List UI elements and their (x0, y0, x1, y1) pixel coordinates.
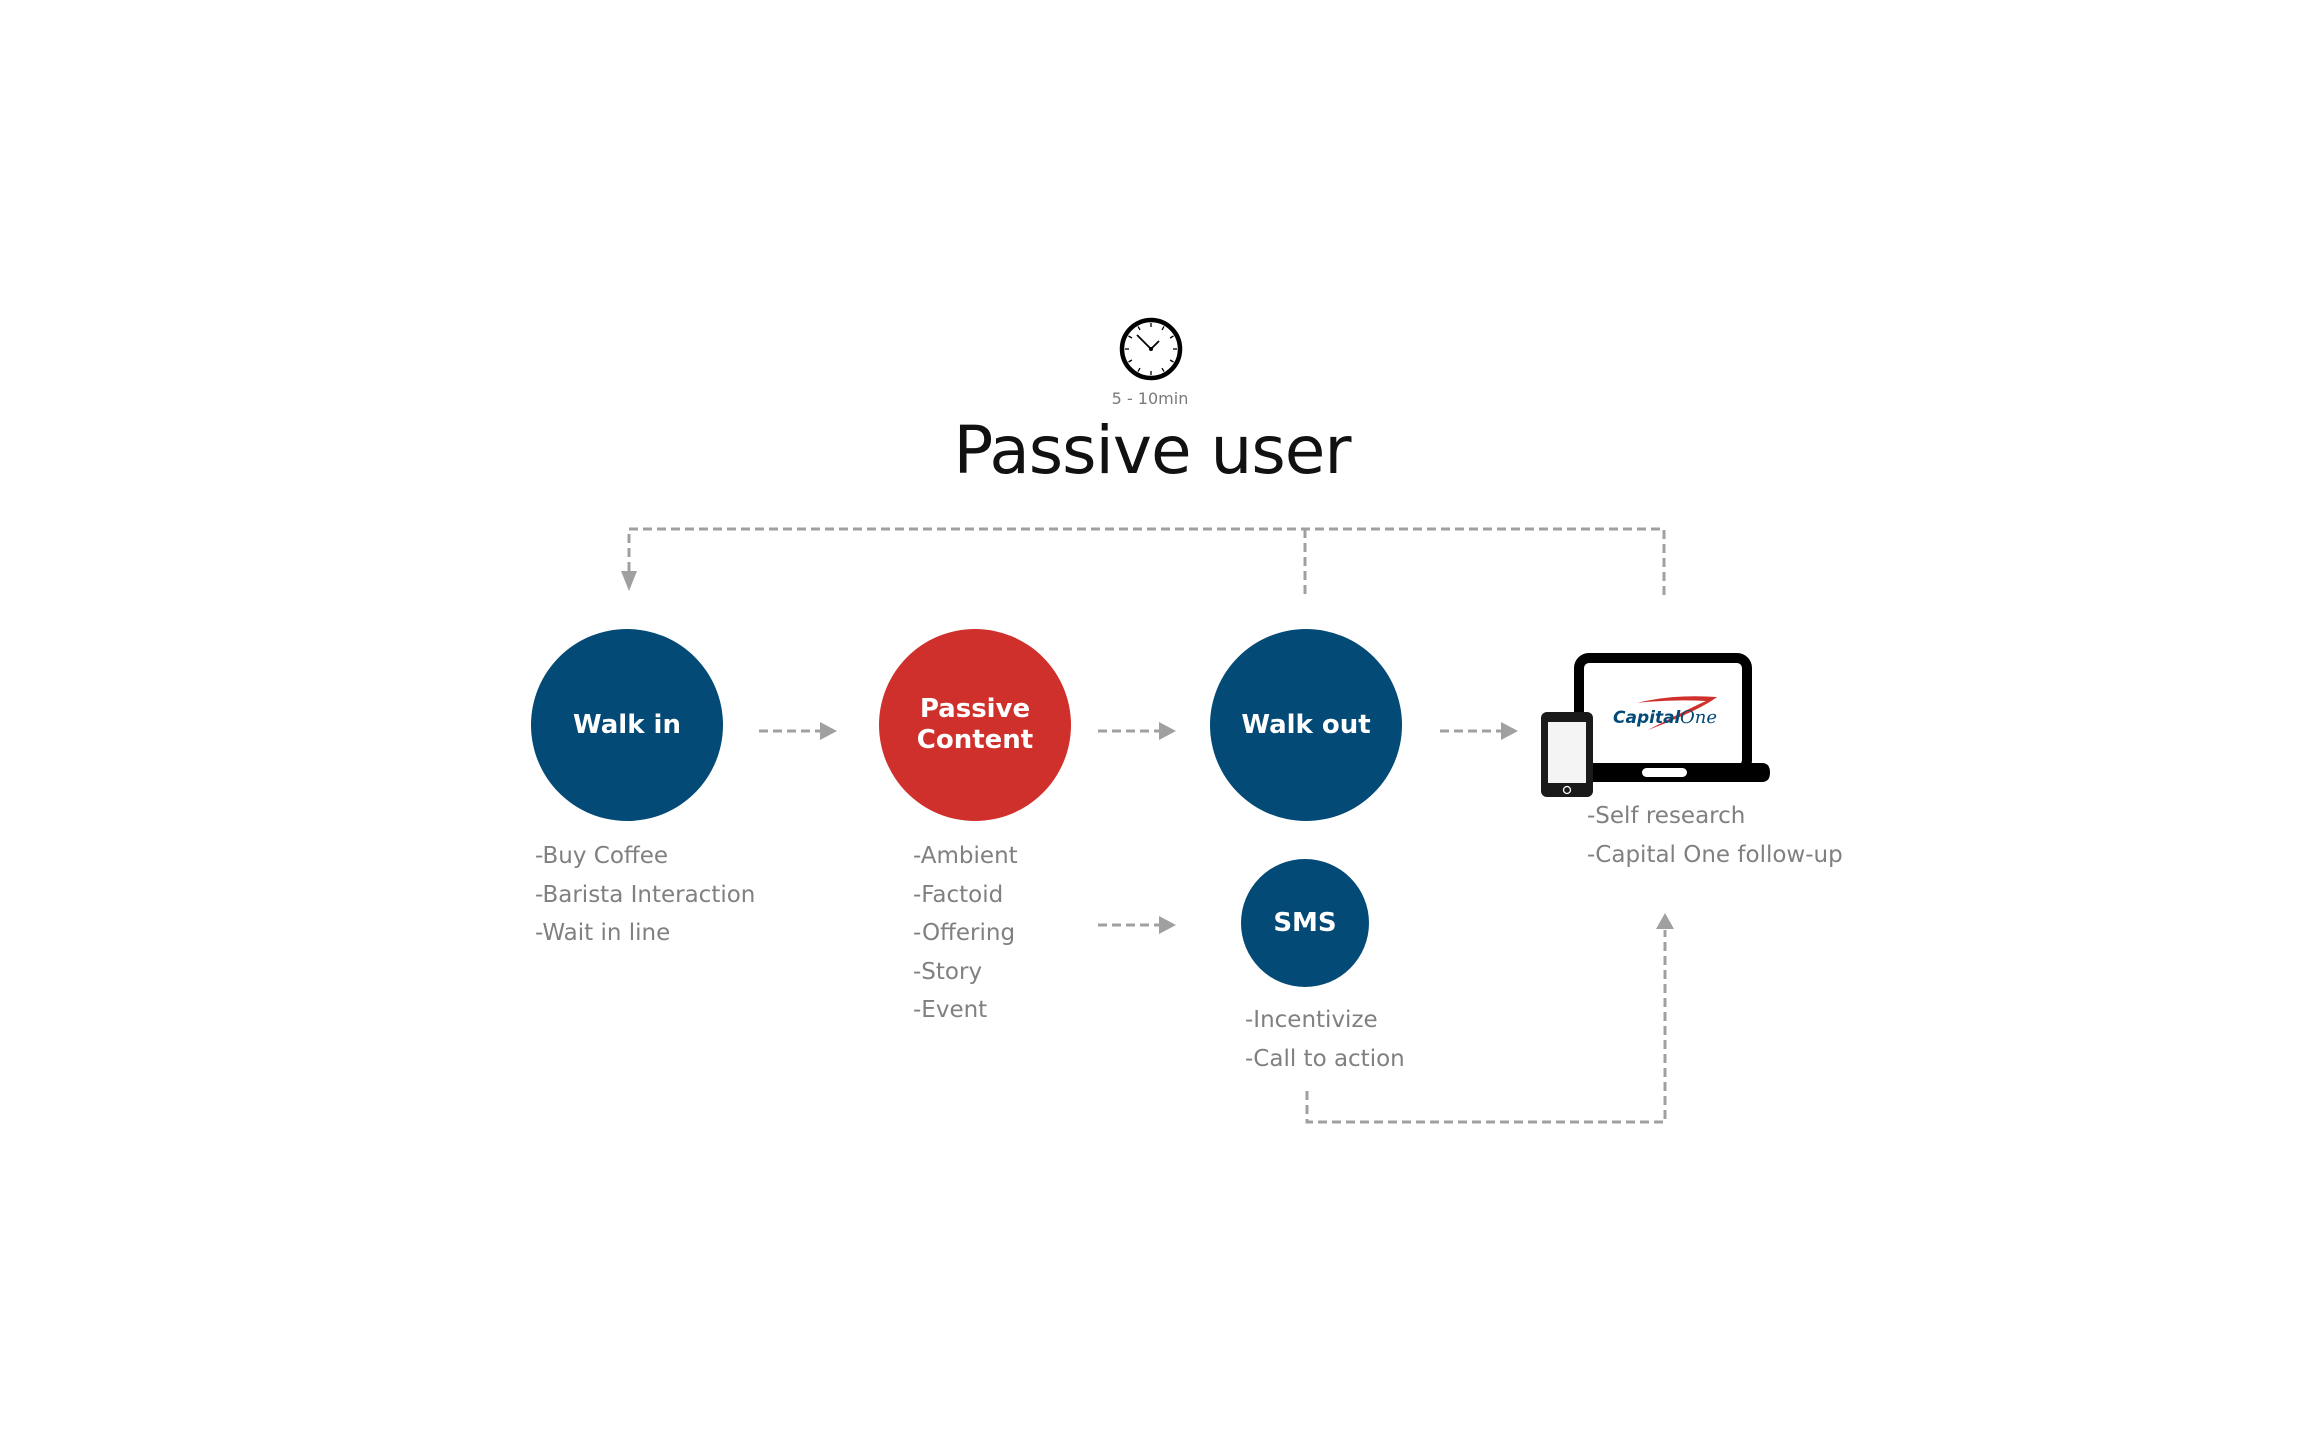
walk-in-items: -Buy Coffee -Barista Interaction -Wait i… (535, 837, 755, 953)
list-item: -Call to action (1245, 1045, 1405, 1072)
sms-items: -Incentivize -Call to action (1245, 1001, 1405, 1078)
list-item: -Buy Coffee (535, 843, 669, 869)
clock-tick (1137, 326, 1141, 331)
label-line-2: Content (916, 725, 1034, 755)
clock-tick (1161, 326, 1165, 331)
loop-back-connector (627, 527, 1666, 595)
clock-tick (1137, 367, 1141, 372)
list-item: -Wait in line (535, 920, 671, 946)
node-passive-content[interactable]: Passive Content (879, 629, 1071, 821)
passive-content-items: -Ambient -Factoid -Offering -Story -Even… (913, 837, 1018, 1030)
devices-items: -Self research -Capital One follow-up (1587, 797, 1843, 874)
node-walk-out-label: Walk out (1241, 709, 1371, 740)
list-item: -Offering (913, 920, 1016, 946)
arrow-passive-to-walkout (1098, 722, 1176, 740)
clock-tick (1161, 367, 1165, 372)
arrow-walkout-to-devices (1440, 722, 1518, 740)
laptop-and-phone-icon: Capital One (1541, 653, 1770, 797)
list-item: -Barista Interaction (535, 881, 756, 908)
node-walk-in-label: Walk in (573, 709, 681, 740)
brand-capital: Capital (1613, 708, 1682, 728)
clock-tick (1169, 335, 1174, 339)
duration-label: 5 - 10min (1111, 389, 1189, 408)
sms-to-devices-connector (1305, 913, 1674, 1124)
brand-one: One (1680, 707, 1717, 728)
node-walk-out[interactable]: Walk out (1210, 629, 1402, 821)
phone-icon (1541, 712, 1593, 797)
clock-tick (1128, 335, 1133, 339)
clock-tick (1128, 359, 1133, 363)
arrow-passive-to-sms (1098, 916, 1176, 934)
label-line-1: Passive (919, 694, 1031, 724)
node-passive-content-label: Passive Content (917, 694, 1033, 756)
page-title: Passive user (953, 412, 1352, 489)
clock-tick (1169, 359, 1174, 363)
node-walk-in[interactable]: Walk in (531, 629, 723, 821)
list-item: -Ambient (913, 843, 1018, 869)
node-sms-label: SMS (1273, 907, 1337, 938)
clock-icon (1119, 317, 1183, 381)
capital-one-logo: Capital One (1613, 696, 1717, 730)
arrow-walkin-to-passive (759, 722, 837, 740)
list-item: -Capital One follow-up (1587, 841, 1843, 868)
list-item: -Story (913, 958, 983, 985)
list-item: -Incentivize (1245, 1007, 1378, 1033)
arrowhead-down-walk-in (621, 571, 637, 591)
node-sms[interactable]: SMS (1241, 859, 1369, 987)
list-item: -Self research (1587, 803, 1746, 829)
list-item: -Event (913, 997, 988, 1023)
list-item: -Factoid (913, 881, 1004, 908)
laptop-icon (1574, 653, 1770, 782)
